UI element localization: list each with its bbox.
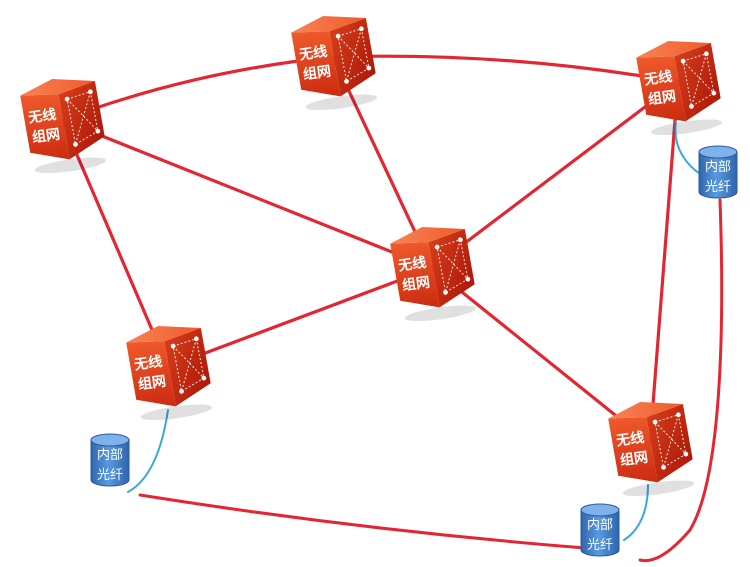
mesh-network-icon xyxy=(64,89,101,147)
cylinder-body xyxy=(580,509,620,557)
cube-top-face xyxy=(636,40,711,58)
fiber-label-line1: 内部 xyxy=(97,447,123,463)
fiber-label-line1: 内部 xyxy=(705,159,731,175)
cube-shadow xyxy=(34,157,107,174)
cube-side-face xyxy=(674,43,721,122)
fiber-label-line2: 光纤 xyxy=(587,538,613,553)
fiber-label-line2: 光纤 xyxy=(97,468,123,483)
cube-top-face xyxy=(126,325,201,343)
cube-front-face xyxy=(126,341,176,407)
cube-top-face xyxy=(390,226,465,244)
cube-front-face xyxy=(291,31,341,97)
node-label-line1: 无线 xyxy=(396,254,427,275)
cube-side-face xyxy=(428,229,475,308)
cylinder-top xyxy=(580,503,620,517)
cube-shadow xyxy=(305,94,378,111)
wireless-link-n3-n4 xyxy=(430,80,680,270)
wireless-link-n3-n6 xyxy=(648,80,680,445)
node-label-line1: 无线 xyxy=(26,106,57,127)
wireless-link-n2-n3 xyxy=(331,54,680,84)
node-label-line1: 无线 xyxy=(132,353,163,374)
mesh-network-icon xyxy=(434,237,471,295)
cube-front-face xyxy=(20,94,70,160)
long-link-f2-f3 xyxy=(138,493,587,550)
fiber-link-n5-f2 xyxy=(127,409,169,493)
node-label-line1: 无线 xyxy=(614,429,645,450)
cube-side-face xyxy=(164,328,211,407)
mesh-network-icon xyxy=(335,26,372,84)
wireless-link-n4-n5 xyxy=(166,266,434,369)
cube-front-face xyxy=(608,417,658,483)
fiber-links-layer xyxy=(127,121,703,541)
cube-shadow xyxy=(650,119,723,136)
fiber-label-line1: 内部 xyxy=(587,517,613,533)
node-label-line2: 组网 xyxy=(31,126,61,147)
wireless-link-n1-n2 xyxy=(60,55,335,122)
cylinder-body xyxy=(90,439,130,487)
node-label-line2: 组网 xyxy=(401,274,431,295)
node-label-line2: 组网 xyxy=(619,449,649,470)
mesh-network-icon xyxy=(680,51,717,109)
links-layer xyxy=(60,54,724,563)
cube-front-face xyxy=(390,242,440,308)
cylinder-body xyxy=(698,151,738,199)
cube-shadow xyxy=(140,404,213,421)
cube-front-face xyxy=(636,56,686,122)
cube-side-face xyxy=(646,404,693,483)
fiber-link-n6-f3 xyxy=(623,484,649,541)
cube-top-face xyxy=(20,78,95,96)
node-label-line1: 无线 xyxy=(642,68,673,89)
cube-top-face xyxy=(291,15,366,33)
cube-shadow xyxy=(622,480,695,497)
fiber-label-line2: 光纤 xyxy=(705,180,731,195)
mesh-network-icon xyxy=(652,412,689,470)
mesh-network-icon xyxy=(170,336,207,394)
cube-shadow xyxy=(404,305,477,322)
long-link-f1-f3 xyxy=(638,198,724,563)
node-label-line2: 组网 xyxy=(647,88,677,109)
wireless-nodes-layer: 无线组网无线组网无线组网无线组网无线组网无线组网 xyxy=(20,15,723,497)
node-label-line2: 组网 xyxy=(302,63,332,84)
node-label-line2: 组网 xyxy=(137,373,167,394)
cube-side-face xyxy=(329,18,376,97)
cube-top-face xyxy=(608,401,683,419)
node-label-line1: 无线 xyxy=(297,43,328,64)
cylinder-top xyxy=(90,433,130,447)
wireless-link-n1-n4 xyxy=(60,118,434,270)
cube-side-face xyxy=(58,81,105,160)
cylinder-top xyxy=(698,145,738,159)
